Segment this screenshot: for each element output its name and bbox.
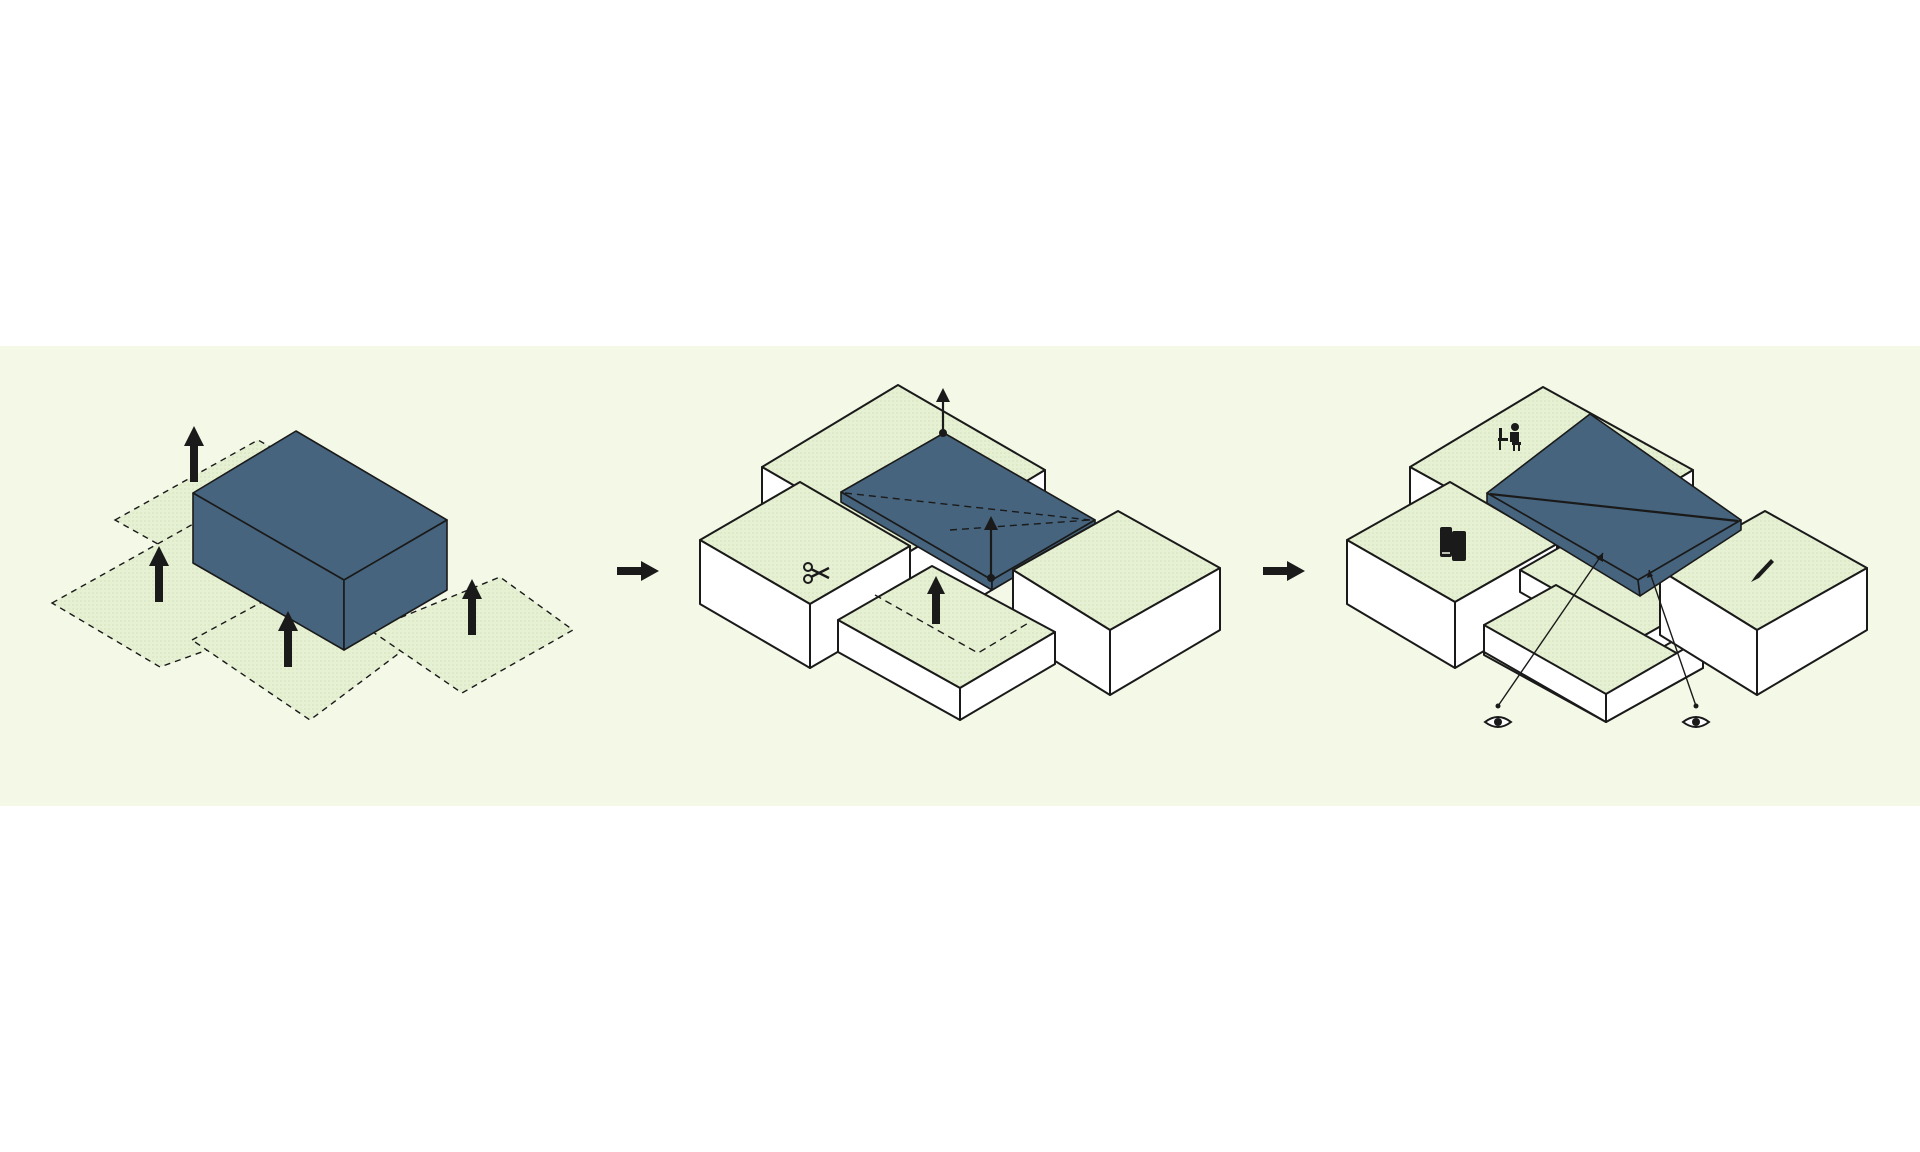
height-arrow-icon [936,388,998,582]
paintbrush-icon [1751,559,1774,582]
stage-3-program-and-views [1346,386,1868,728]
right-arrow-icon [617,561,659,581]
eye-icon [1681,716,1711,728]
sight-line [1648,569,1697,707]
up-arrow-icon [149,546,169,602]
up-arrow-icon [278,611,298,667]
right-arrow-icon [1263,561,1305,581]
volume-right-face [343,519,448,651]
up-arrow-icon [927,576,945,624]
sight-line [1497,552,1604,707]
sloped-volume [1486,413,1742,597]
eye-icon [1483,716,1513,728]
up-arrow-icon [462,579,482,635]
books-icon [1440,527,1466,561]
stage-1-massing-extrusion [50,426,575,721]
block-front [837,565,1056,721]
desk-worker-icon [1498,423,1521,451]
step-lower [1483,584,1704,723]
up-arrow-icon [184,426,204,482]
scissors-icon [803,562,830,584]
footprint-left [50,522,340,668]
stage-2-cut-and-lift [699,384,1221,721]
